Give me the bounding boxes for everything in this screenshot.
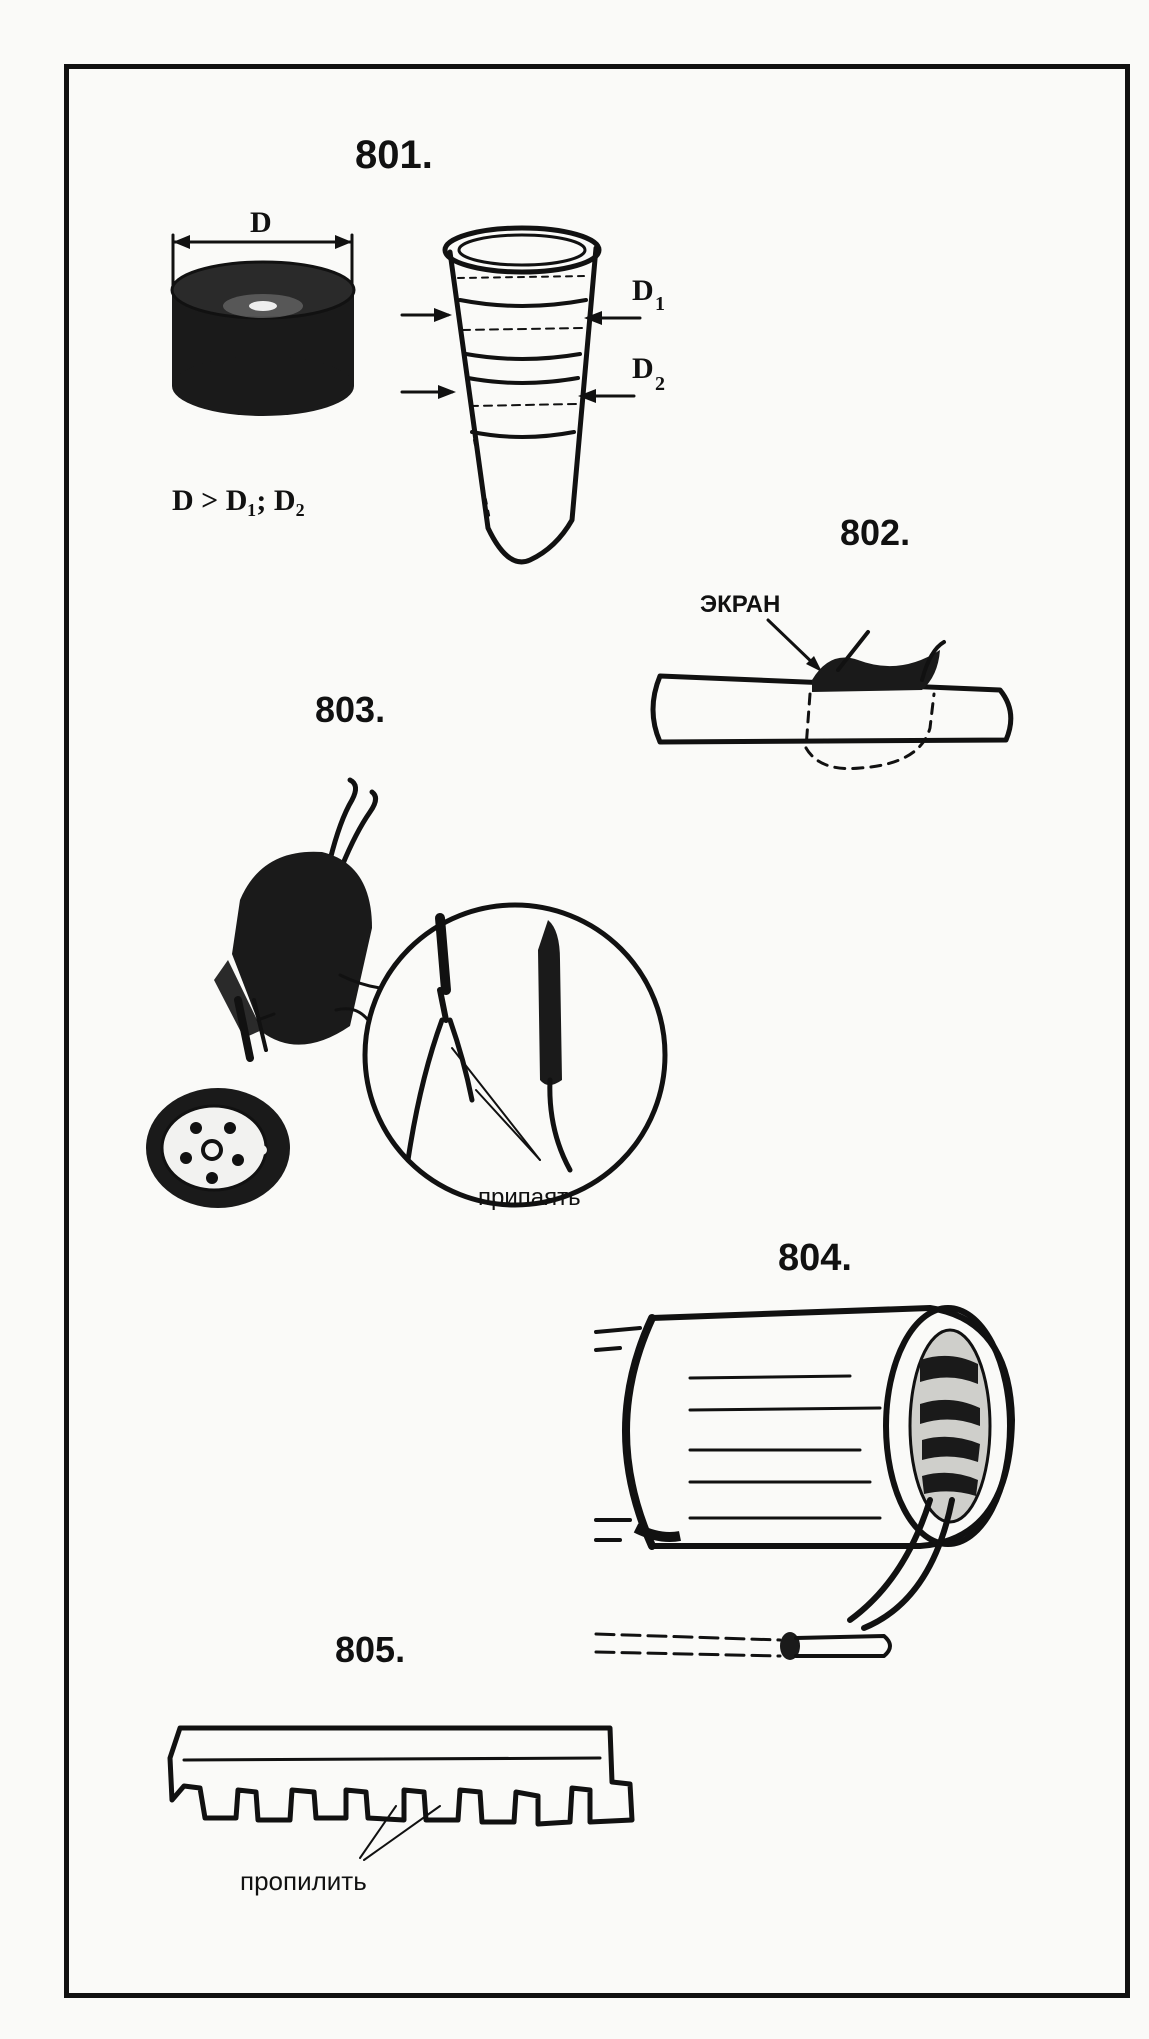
figure-804: 804. [594,1237,1015,1660]
socket [146,1088,290,1208]
figure-802-number: 802. [840,512,910,553]
d1-label: D [632,274,654,307]
d2-label: D [632,352,654,385]
figure-805: 805. пропилить [167,1629,635,1896]
d2-subscript: 2 [655,373,665,395]
figure-803: 803. [146,689,668,1211]
figure-801-number: 801. [355,133,433,177]
shield-cylinder [622,1305,1015,1550]
figure-804-number: 804. [778,1237,852,1279]
coil-cylinder [170,260,356,416]
diameter-dimension: D [171,206,354,292]
d1-subscript: 1 [655,293,665,315]
d2-dimension: D 2 [400,352,665,403]
figure-803-number: 803. [315,689,385,730]
figure-frame [64,64,1130,1998]
solder-label: припаять [478,1184,581,1211]
screen-label: ЭКРАН [700,591,780,618]
diameter-label: D [250,206,272,239]
diameter-formula: D > D₁; D₂ [172,484,305,517]
saw-label: пропилить [240,1866,367,1896]
tapered-form [442,225,602,565]
solder-detail-circle [334,902,668,1208]
figure-801: 801. D [170,133,665,565]
figure-802: 802. ЭКРАН [650,512,1014,771]
plug [214,851,372,1062]
d1-dimension: D 1 [400,274,665,325]
figure-805-number: 805. [335,1629,405,1670]
